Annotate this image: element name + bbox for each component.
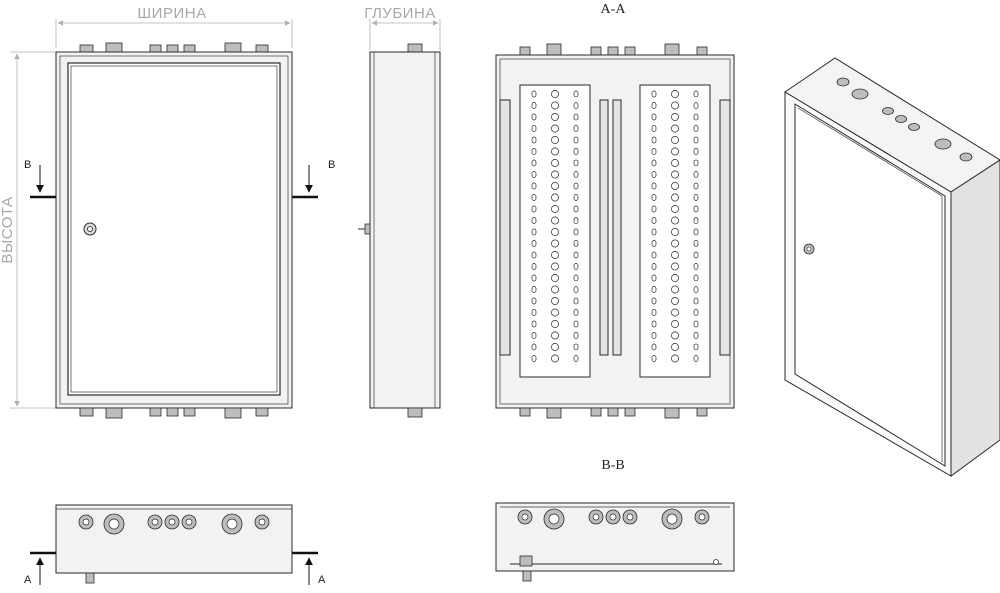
cut-label-b-right: В: [328, 159, 335, 171]
iso-glands: [836, 77, 973, 162]
aa-top-glands: [519, 43, 708, 56]
bottom-glands: [79, 407, 269, 419]
width-label: ШИРИНА: [137, 5, 206, 22]
iso-side-face: [950, 159, 1000, 477]
cut-label-a-left: А: [24, 574, 32, 586]
cut-label-b-left: В: [24, 159, 31, 171]
isometric-view: [784, 57, 1000, 477]
section-a-a-title: А-А: [601, 2, 627, 17]
top-view: А А: [24, 504, 326, 586]
side-view: ГЛУБИНА: [358, 5, 441, 418]
top-view-lock-icon: [85, 572, 95, 584]
height-label: ВЫСОТА: [0, 196, 16, 263]
section-mark-b-right: В: [292, 159, 335, 199]
section-b-b: В-В: [495, 458, 735, 582]
top-view-glands: [78, 513, 270, 535]
lock-icon: [83, 222, 97, 236]
din-rail-center-1: [599, 99, 609, 356]
front-view: ШИРИНА ВЫСОТА: [0, 5, 335, 419]
bb-glands: [517, 508, 710, 530]
side-body: [369, 51, 441, 409]
depth-dimension: ГЛУБИНА: [364, 5, 441, 50]
height-dimension: ВЫСОТА: [0, 51, 60, 409]
width-dimension: ШИРИНА: [55, 5, 293, 48]
din-rail-left: [499, 99, 511, 356]
depth-label: ГЛУБИНА: [364, 5, 436, 22]
section-a-a: А-А: [495, 2, 735, 419]
iso-door: [794, 103, 946, 467]
iso-lock-icon: [803, 243, 815, 255]
din-rail-right: [719, 99, 731, 356]
aa-bottom-glands: [519, 407, 708, 419]
section-mark-a-left: А: [24, 551, 56, 586]
side-lock-icon: [358, 223, 371, 235]
cut-label-a-right: А: [318, 574, 326, 586]
section-mark-b-left: В: [24, 159, 56, 199]
door: [67, 62, 281, 396]
panel-perforation: [531, 90, 699, 363]
din-rail-center-2: [612, 99, 622, 356]
bb-lock-icon: [522, 570, 532, 582]
section-mark-a-right: А: [292, 551, 326, 586]
section-b-b-title: В-В: [601, 458, 624, 473]
